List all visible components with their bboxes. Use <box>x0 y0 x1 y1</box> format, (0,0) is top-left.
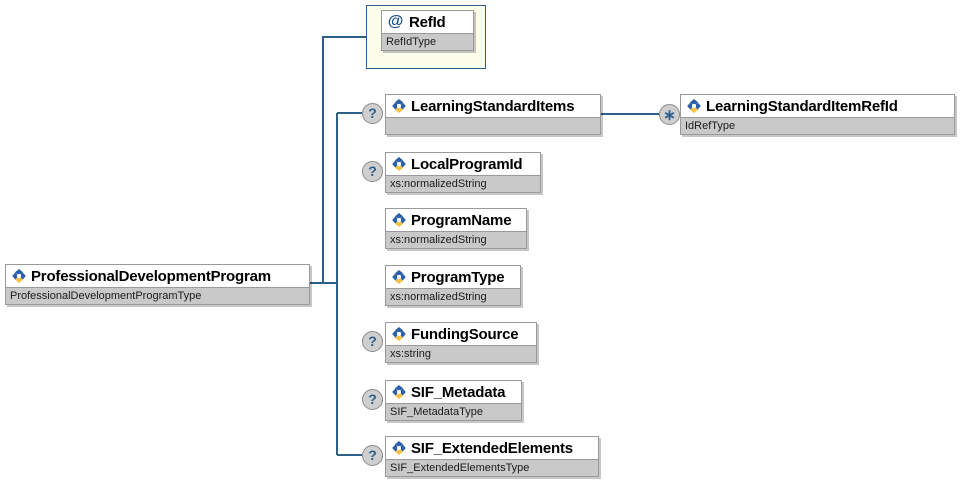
node-type: SIF_ExtendedElementsType <box>386 459 598 476</box>
node-type: xs:normalizedString <box>386 288 520 305</box>
node-label: ProfessionalDevelopmentProgram <box>31 267 271 285</box>
node-title: SIF_Metadata <box>386 381 521 403</box>
element-icon <box>391 212 407 228</box>
node-type: xs:string <box>386 345 536 362</box>
optional-badge-sif-extendedelements: ? <box>362 445 383 466</box>
node-sif-extendedelements[interactable]: SIF_ExtendedElements SIF_ExtendedElement… <box>385 436 599 477</box>
node-title: ProfessionalDevelopmentProgram <box>6 265 309 287</box>
optional-badge-fundingsource: ? <box>362 331 383 352</box>
node-label: LocalProgramId <box>411 155 523 173</box>
element-icon <box>391 384 407 400</box>
element-icon <box>391 156 407 172</box>
node-learningstandarditems[interactable]: LearningStandardItems <box>385 94 601 135</box>
node-title: LearningStandardItems <box>386 95 600 117</box>
element-icon <box>11 268 27 284</box>
node-programname[interactable]: ProgramName xs:normalizedString <box>385 208 527 249</box>
node-type: xs:normalizedString <box>386 175 540 192</box>
element-icon <box>391 98 407 114</box>
element-icon <box>391 269 407 285</box>
element-icon <box>391 326 407 342</box>
node-label: RefId <box>409 13 446 31</box>
node-professionaldevelopmentprogram[interactable]: ProfessionalDevelopmentProgram Professio… <box>5 264 310 305</box>
node-type: RefIdType <box>382 33 473 50</box>
node-title: ProgramName <box>386 209 526 231</box>
optional-badge-localprogramid: ? <box>362 161 383 182</box>
attribute-icon: @ <box>387 13 404 30</box>
node-localprogramid[interactable]: LocalProgramId xs:normalizedString <box>385 152 541 193</box>
node-sif-metadata[interactable]: SIF_Metadata SIF_MetadataType <box>385 380 522 421</box>
node-title: LearningStandardItemRefId <box>681 95 954 117</box>
node-label: LearningStandardItemRefId <box>706 97 898 115</box>
node-label: ProgramType <box>411 268 505 286</box>
node-title: FundingSource <box>386 323 536 345</box>
node-label: ProgramName <box>411 211 512 229</box>
node-label: SIF_Metadata <box>411 383 506 401</box>
node-type: IdRefType <box>681 117 954 134</box>
node-fundingsource[interactable]: FundingSource xs:string <box>385 322 537 363</box>
repeating-badge-learningstandarditemrefid: ∗ <box>659 104 680 125</box>
node-type: xs:normalizedString <box>386 231 526 248</box>
node-refid[interactable]: @ RefId RefIdType <box>381 10 474 51</box>
node-label: FundingSource <box>411 325 519 343</box>
node-label: LearningStandardItems <box>411 97 575 115</box>
node-type: SIF_MetadataType <box>386 403 521 420</box>
node-type <box>386 117 600 134</box>
node-type: ProfessionalDevelopmentProgramType <box>6 287 309 304</box>
node-learningstandarditemrefid[interactable]: LearningStandardItemRefId IdRefType <box>680 94 955 135</box>
node-title: LocalProgramId <box>386 153 540 175</box>
node-title: @ RefId <box>382 11 473 33</box>
optional-badge-sif-metadata: ? <box>362 389 383 410</box>
element-icon <box>391 440 407 456</box>
element-icon <box>686 98 702 114</box>
optional-badge-learningstandarditems: ? <box>362 103 383 124</box>
node-label: SIF_ExtendedElements <box>411 439 573 457</box>
node-title: SIF_ExtendedElements <box>386 437 598 459</box>
node-title: ProgramType <box>386 266 520 288</box>
node-programtype[interactable]: ProgramType xs:normalizedString <box>385 265 521 306</box>
